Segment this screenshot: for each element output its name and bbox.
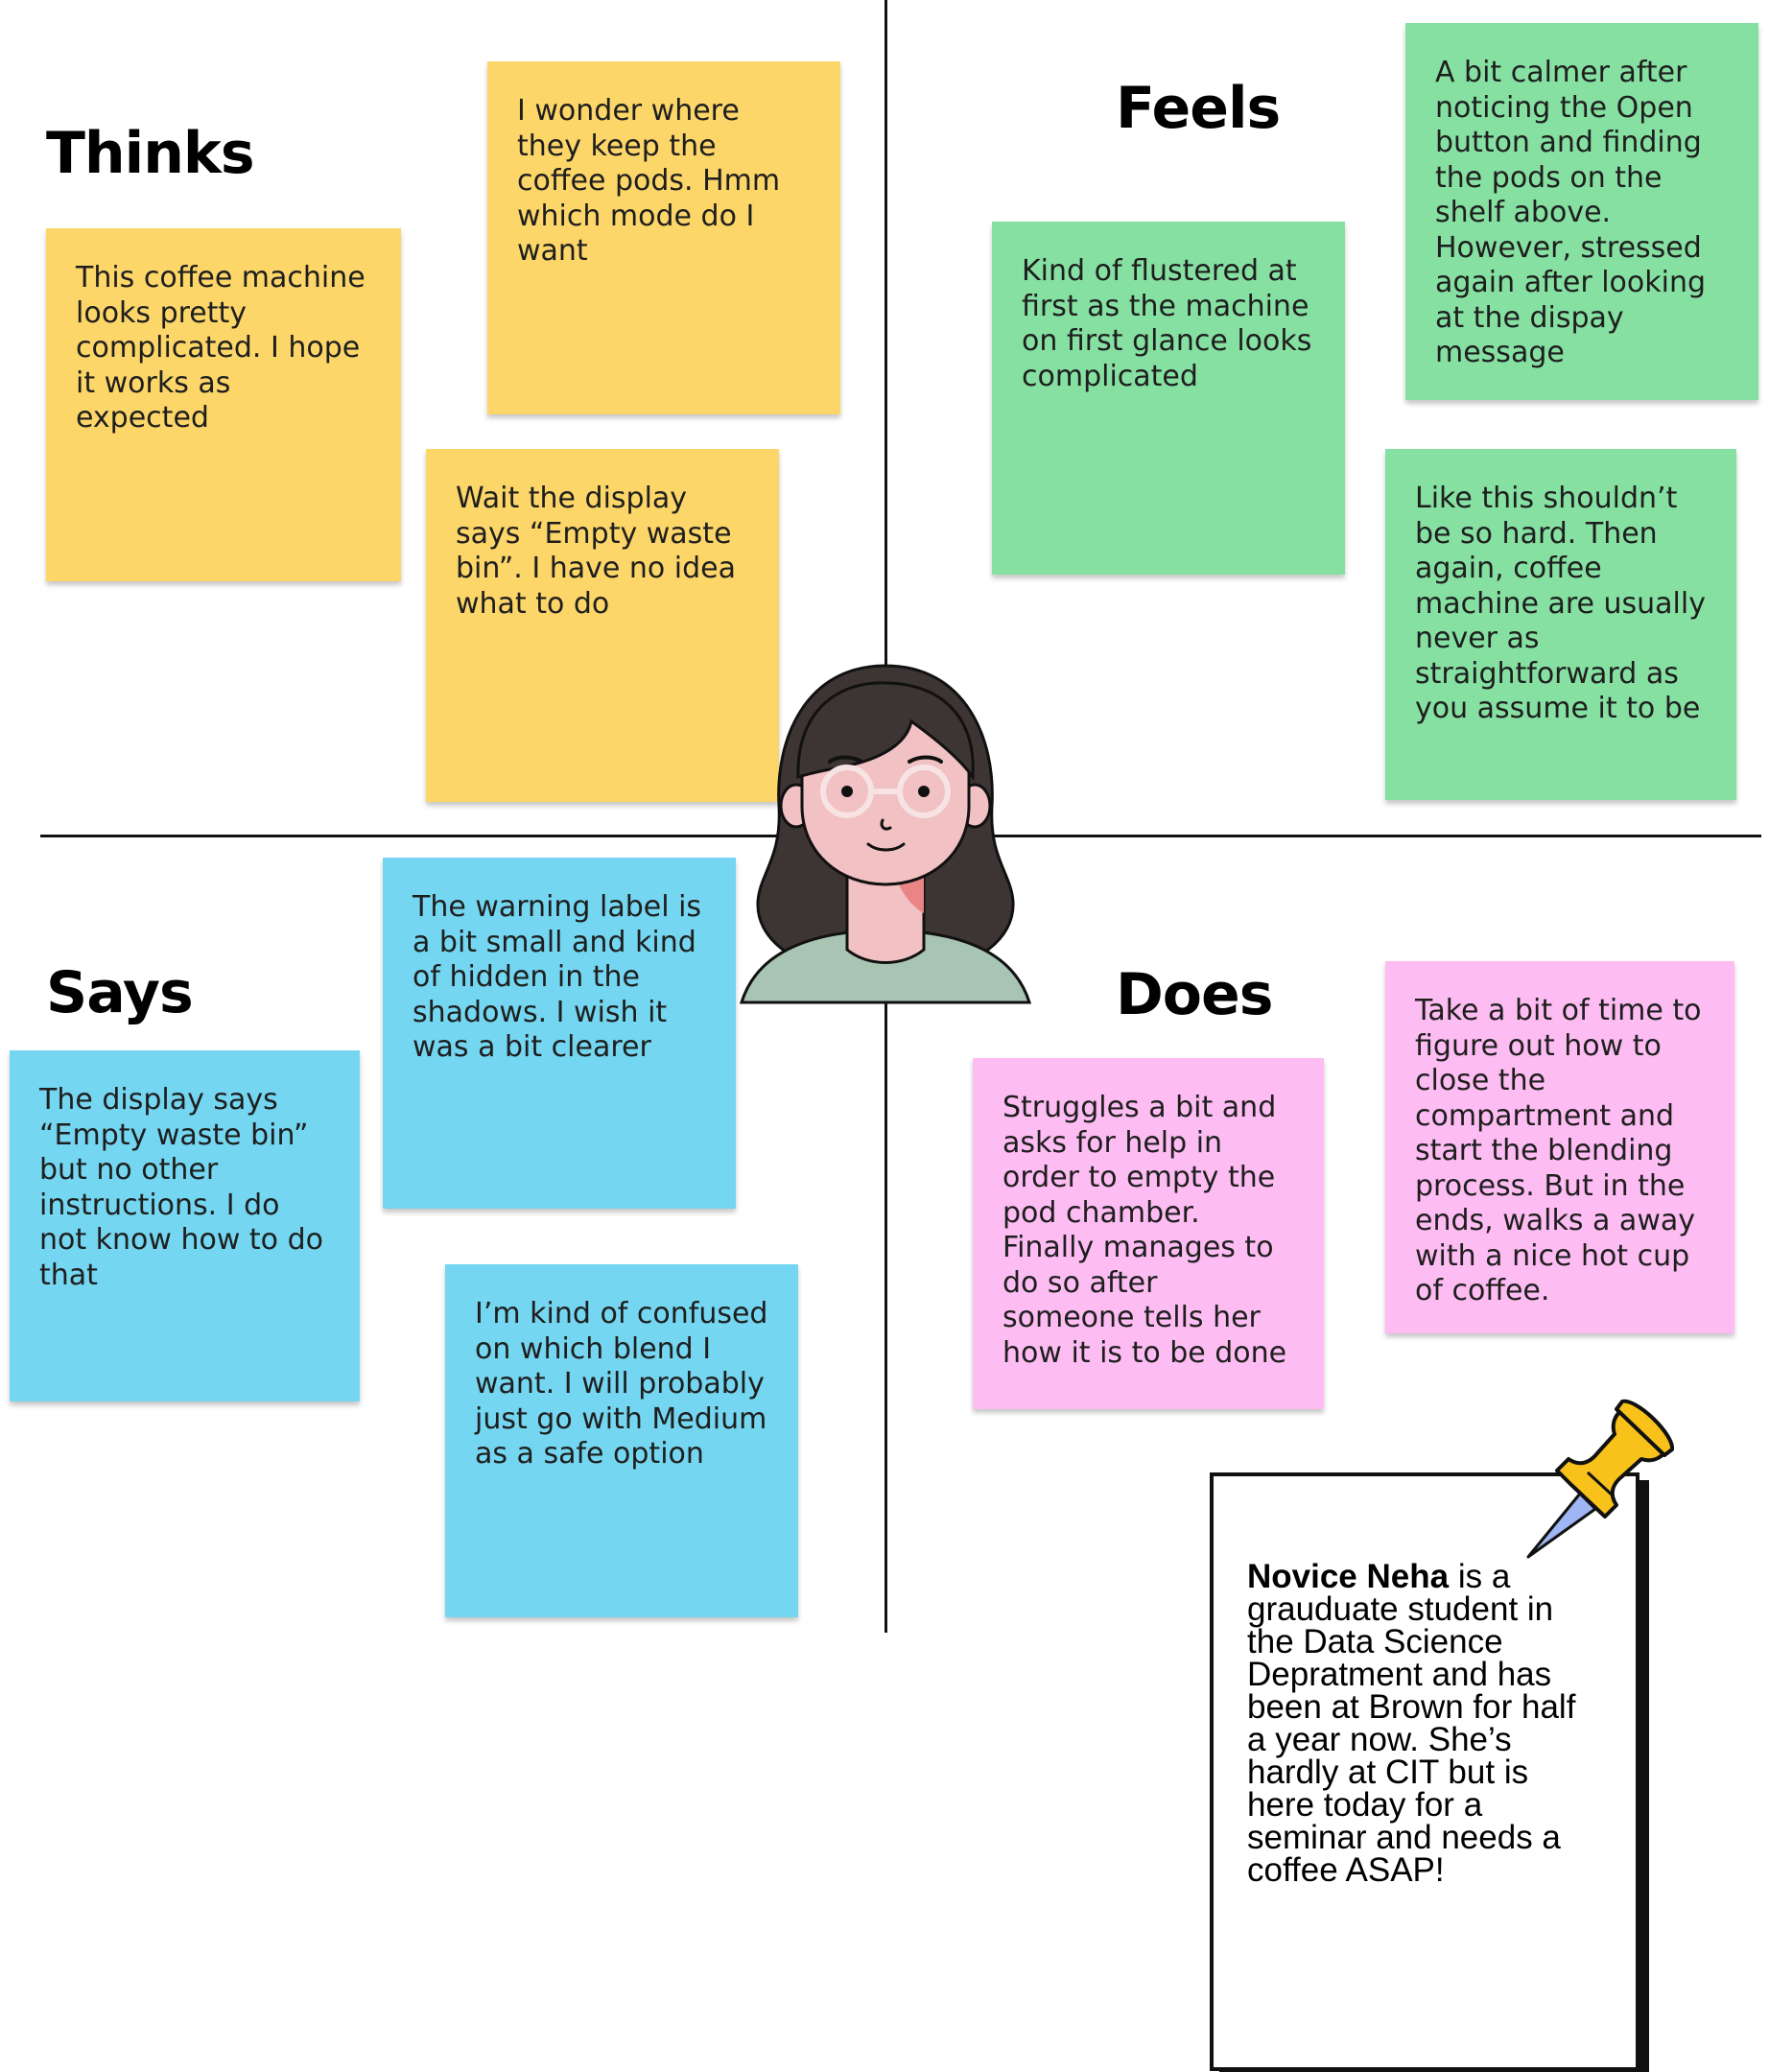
- feels-note-1: Kind of flustered at first as the machin…: [992, 222, 1345, 575]
- persona-name: Novice Neha: [1247, 1558, 1450, 1595]
- thinks-note-3: Wait the display says “Empty waste bin”.…: [426, 449, 779, 802]
- feels-note-3: Like this shouldn’t be so hard. Then aga…: [1385, 449, 1736, 800]
- does-note-1: Take a bit of time to figure out how to …: [1385, 961, 1734, 1333]
- thinks-title: Thinks: [46, 120, 255, 187]
- feels-note-2: A bit calmer after noticing the Open but…: [1405, 23, 1758, 400]
- does-title: Does: [1116, 961, 1273, 1028]
- persona-description: is a grauduate student in the Data Scien…: [1247, 1558, 1576, 1889]
- says-note-2: The display says “Empty waste bin” but n…: [10, 1050, 360, 1401]
- does-note-2: Struggles a bit and asks for help in ord…: [973, 1058, 1324, 1409]
- says-note-3: I’m kind of confused on which blend I wa…: [445, 1264, 798, 1617]
- woman-avatar-icon: [739, 664, 1032, 1004]
- feels-title: Feels: [1116, 75, 1281, 142]
- thinks-note-2: I wonder where they keep the coffee pods…: [487, 61, 840, 414]
- persona-card: Novice Neha is a grauduate student in th…: [1210, 1472, 1639, 2071]
- persona-text: Novice Neha is a grauduate student in th…: [1247, 1558, 1597, 1889]
- thinks-note-1: This coffee machine looks pretty complic…: [46, 228, 401, 581]
- push-pin-icon: [1526, 1399, 1674, 1559]
- says-note-1: The warning label is a bit small and kin…: [383, 858, 736, 1209]
- says-title: Says: [46, 959, 194, 1026]
